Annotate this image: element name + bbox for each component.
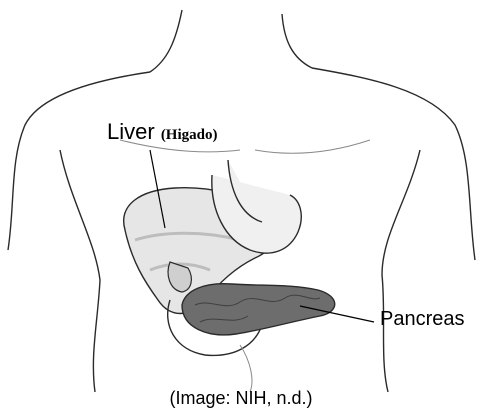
pancreas-label: Pancreas (380, 308, 465, 331)
lower-abdomen-contour (240, 345, 252, 392)
image-caption: (Image: NIH, n.d.) (0, 388, 482, 409)
neck-left-outline (150, 10, 182, 72)
torso-right-outline (312, 68, 475, 392)
liver-label-text: Liver (107, 119, 155, 144)
liver-spanish-label: (Higado) (161, 127, 218, 143)
neck-right-outline (282, 14, 312, 68)
liver-label: Liver (Higado) (107, 119, 217, 145)
pancreas-shape (182, 284, 335, 335)
